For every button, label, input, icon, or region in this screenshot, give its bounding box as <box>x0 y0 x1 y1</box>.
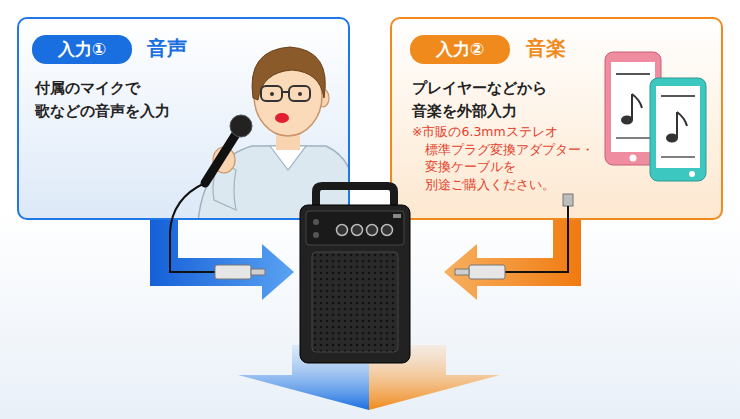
microphone <box>205 115 252 183</box>
output-arrow <box>369 345 500 410</box>
plug <box>215 265 265 279</box>
badge-label: 入力② <box>436 39 484 59</box>
mic-cable <box>170 183 215 272</box>
input-badge: 入力② <box>410 35 510 64</box>
purchase-note: ※市販の6.3mmステレオ 標準プラグ変換アダプター・ 変換ケーブルを 別途ご購… <box>412 123 602 193</box>
panel-heading: 音楽 <box>526 36 566 60</box>
input-badge: 入力① <box>32 35 132 64</box>
panel-body: プレイヤーなどから 音楽を外部入力 <box>412 77 587 122</box>
plug <box>455 265 505 279</box>
player-cable <box>505 206 568 272</box>
input-panel: 音声付属のマイクで 歌などの音声を入力 入力① <box>17 17 350 220</box>
singer-figure <box>198 47 348 218</box>
speaker <box>300 186 410 363</box>
output-arrow <box>238 345 369 410</box>
input-arrow <box>150 220 294 300</box>
badge-label: 入力① <box>58 39 106 59</box>
input-arrow <box>444 220 581 300</box>
panel-body: 付属のマイクで 歌などの音声を入力 <box>35 77 210 122</box>
music-player <box>650 78 706 181</box>
panel-heading: 音声 <box>147 36 187 60</box>
input-panel: 音楽プレイヤーなどから 音楽を外部入力※市販の6.3mmステレオ 標準プラグ変換… <box>390 17 723 220</box>
music-player <box>605 52 661 165</box>
plug <box>563 194 573 206</box>
